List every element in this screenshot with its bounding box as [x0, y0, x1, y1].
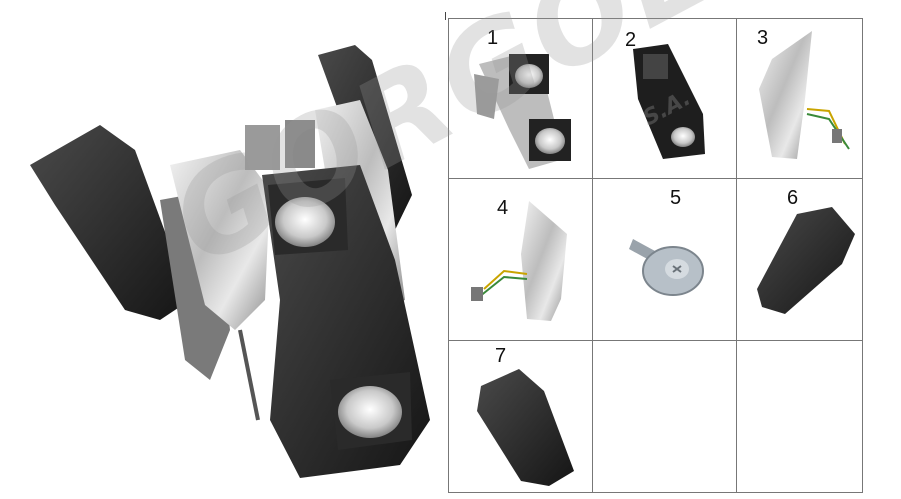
part-number-1: 1: [487, 27, 499, 49]
part-cell-3[interactable]: 3: [737, 19, 863, 179]
assembly-illustration: [0, 0, 445, 494]
left-chrome-trim-image: [471, 201, 567, 321]
part-number-5: 5: [670, 187, 682, 209]
left-black-cover-image: [477, 369, 574, 486]
empty-cell: [737, 341, 863, 493]
left-cover-shape: [30, 125, 190, 320]
part-cell-2[interactable]: 2: [593, 19, 737, 179]
part-cell-1[interactable]: 1: [449, 19, 593, 179]
part-cell-4[interactable]: 4: [449, 179, 593, 341]
right-chrome-trim-image: [759, 31, 850, 159]
lower-lamp-lens: [338, 386, 402, 438]
parts-grid: 1 2 3 4: [448, 18, 863, 493]
part-cell-7[interactable]: 7: [449, 341, 593, 493]
left-chrome-housing-shape: [170, 150, 270, 330]
empty-cell: [593, 341, 737, 493]
part-number-6: 6: [787, 187, 799, 209]
inner-black-housing-image: [633, 44, 705, 159]
right-black-cover-image: [757, 207, 855, 314]
part-number-2: 2: [625, 29, 637, 51]
upper-lamp-lens: [275, 197, 335, 247]
screw-image: [629, 239, 704, 296]
part-cell-6[interactable]: 6: [737, 179, 863, 341]
grid-tick-mark: [445, 12, 446, 20]
headlight-assembly-image: [474, 54, 571, 169]
part-cell-5[interactable]: 5: [593, 179, 737, 341]
part-number-4: 4: [497, 197, 509, 219]
part-number-7: 7: [495, 345, 507, 367]
part-number-3: 3: [757, 27, 769, 49]
